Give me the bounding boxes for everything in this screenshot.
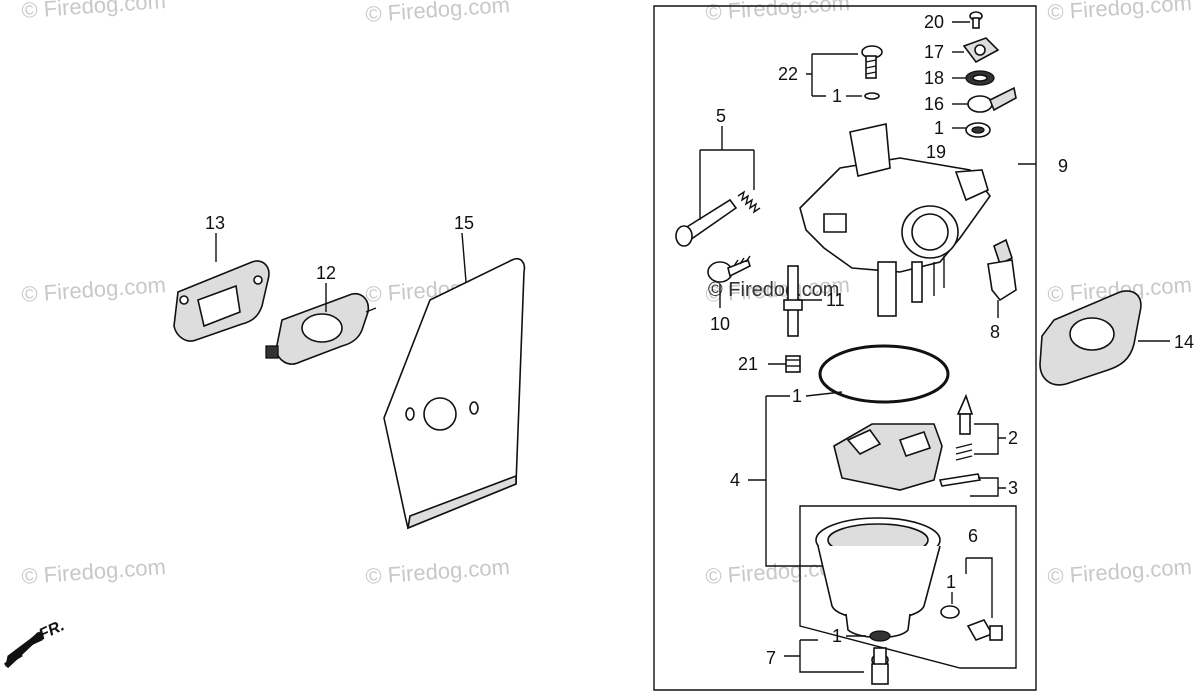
watermark: © Firedog.com: [1047, 554, 1193, 589]
callout-7: 7: [766, 648, 776, 668]
callout-14: 14: [1174, 332, 1194, 352]
callout-22: 22: [778, 64, 798, 84]
callout-1a: 1: [832, 86, 842, 106]
heat-shield-plate-15[interactable]: [383, 257, 526, 530]
callout-16: 16: [924, 94, 944, 114]
bolt-set-7[interactable]: [869, 630, 891, 685]
callout-11: 11: [826, 290, 845, 310]
throttle-stop-screw-10[interactable]: [707, 255, 751, 283]
callout-9: 9: [1058, 156, 1068, 176]
drain-screw-set-6[interactable]: [940, 605, 1003, 641]
choke-seal-19[interactable]: [965, 122, 991, 138]
callout-20: 20: [924, 12, 944, 32]
fr-label: FR.: [37, 617, 68, 643]
callout-1b: 1: [934, 118, 944, 138]
callout-15: 15: [454, 213, 474, 233]
screw-set-22[interactable]: [861, 45, 883, 100]
cover-screw-20[interactable]: [969, 11, 983, 29]
leader-bracket: [806, 53, 858, 97]
callout-6: 6: [968, 526, 978, 546]
callout-10: 10: [710, 314, 730, 334]
leader-bracket: [784, 639, 864, 673]
leader-bracket: [974, 423, 1006, 455]
choke-cover-17[interactable]: [962, 37, 1000, 64]
callout-19: 19: [926, 142, 946, 162]
watermark: © Firedog.com: [21, 272, 167, 307]
float-valve-2[interactable]: [955, 393, 974, 461]
leader-bracket: [699, 126, 755, 220]
insulator-gasket-13[interactable]: [173, 260, 270, 342]
float-4[interactable]: [833, 423, 943, 491]
choke-washer-18[interactable]: [965, 70, 995, 86]
leader-bracket: [970, 477, 1006, 497]
float-chamber-bowl[interactable]: [815, 517, 941, 639]
carburetor-body-9[interactable]: [799, 123, 991, 317]
fuel-valve-lever-8[interactable]: [987, 238, 1017, 302]
callout-1d: 1: [946, 572, 956, 592]
callout-3: 3: [1008, 478, 1018, 498]
o-ring-1[interactable]: [818, 344, 950, 404]
callout-17: 17: [924, 42, 944, 62]
carburetor-gasket-14[interactable]: [1039, 290, 1142, 386]
main-nozzle-11[interactable]: [783, 265, 803, 337]
watermark: © Firedog.com: [1047, 0, 1193, 25]
callout-5: 5: [716, 106, 726, 126]
callout-layer: 13 12 15 5 22 1 20 17 18 16 1 19 9 11 10…: [205, 12, 1194, 668]
callout-1e: 1: [832, 626, 842, 646]
watermark: © Firedog.com: [365, 0, 511, 27]
main-jet-21[interactable]: [785, 355, 801, 373]
callout-8: 8: [990, 322, 1000, 342]
watermark: © Firedog.com: [21, 554, 167, 589]
watermark: © Firedog.com: [21, 0, 167, 23]
leader-line: [805, 391, 843, 397]
watermark: © Firedog.com: [708, 279, 839, 301]
callout-13: 13: [205, 213, 225, 233]
callout-18: 18: [924, 68, 944, 88]
callout-4: 4: [730, 470, 740, 490]
callout-12: 12: [316, 263, 336, 283]
insulator-12[interactable]: [265, 292, 377, 365]
callout-2: 2: [1008, 428, 1018, 448]
assembly-frame: [653, 5, 1037, 691]
watermark: © Firedog.com: [365, 554, 511, 589]
pilot-screw-set-5[interactable]: [675, 190, 761, 247]
leader-bracket: [965, 557, 993, 618]
float-pin-3[interactable]: [938, 473, 982, 487]
callout-1c: 1: [792, 386, 802, 406]
leader-lines-choke: [952, 21, 970, 129]
leader-line: [461, 232, 467, 283]
front-direction-arrow: FR.: [3, 617, 68, 669]
callout-21: 21: [738, 354, 758, 374]
float-chamber-frame: [799, 505, 1017, 669]
watermark: © Firedog.com: [705, 0, 851, 25]
choke-lever-16[interactable]: [967, 86, 1017, 113]
